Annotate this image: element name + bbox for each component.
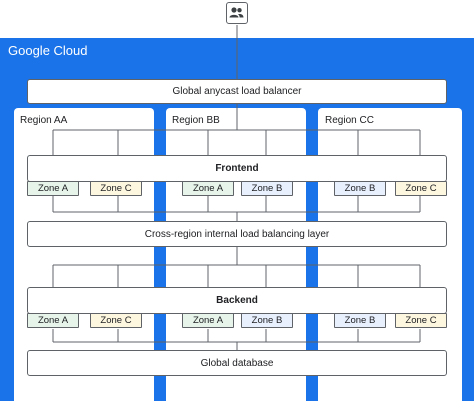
global-database: Global database	[27, 350, 447, 376]
backend-zone: Zone A	[182, 313, 234, 328]
region-bb-label: Region BB	[172, 115, 220, 126]
frontend-zone: Zone B	[334, 181, 386, 196]
frontend-zone: Zone C	[395, 181, 447, 196]
backend-zone: Zone C	[395, 313, 447, 328]
backend-layer: Backend	[27, 287, 447, 314]
backend-zone: Zone B	[334, 313, 386, 328]
users-icon	[226, 2, 248, 24]
backend-zone: Zone A	[27, 313, 79, 328]
region-cc-label: Region CC	[325, 115, 374, 126]
frontend-zone: Zone A	[27, 181, 79, 196]
internal-load-balancer: Cross-region internal load balancing lay…	[27, 221, 447, 247]
google-cloud-title: Google Cloud	[8, 43, 88, 58]
frontend-layer: Frontend	[27, 155, 447, 182]
backend-zone: Zone B	[241, 313, 293, 328]
global-load-balancer: Global anycast load balancer	[27, 79, 447, 104]
frontend-zone: Zone A	[182, 181, 234, 196]
frontend-zone: Zone B	[241, 181, 293, 196]
region-aa-label: Region AA	[20, 115, 68, 126]
frontend-zone: Zone C	[90, 181, 142, 196]
backend-zone: Zone C	[90, 313, 142, 328]
